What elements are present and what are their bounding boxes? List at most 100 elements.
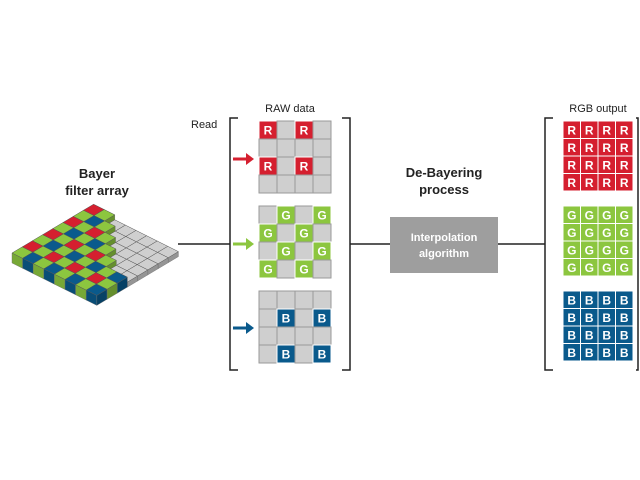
output-cell-letter: B — [620, 311, 629, 325]
output-cell-letter: B — [567, 293, 576, 307]
output-cell-letter: R — [620, 141, 629, 155]
raw-cell-empty — [276, 156, 296, 176]
raw-cell-letter: R — [264, 124, 273, 138]
debayer-label-line2: process — [419, 182, 469, 197]
output-cell-letter: B — [620, 346, 629, 360]
output-cell-letter: G — [602, 243, 611, 257]
output-cell-letter: B — [567, 311, 576, 325]
output-cell-letter: G — [602, 226, 611, 240]
raw-cell-empty — [294, 290, 314, 310]
interpolation-box — [390, 217, 498, 273]
raw-cell-empty — [312, 156, 332, 176]
raw-cell-letter: B — [282, 312, 291, 326]
raw-cell-empty — [294, 241, 314, 261]
raw-cell-empty — [312, 326, 332, 346]
raw-cell-letter: G — [263, 263, 272, 277]
output-cell-letter: R — [585, 141, 594, 155]
output-cell-letter: G — [620, 208, 629, 222]
output-cell-blue — [615, 343, 634, 362]
output-cell-letter: B — [602, 346, 611, 360]
raw-cell-blue — [312, 344, 332, 364]
raw-cell-empty — [258, 205, 278, 225]
raw-left-bracket — [229, 117, 238, 371]
raw-cell-empty — [258, 241, 278, 261]
output-cell-letter: G — [585, 243, 594, 257]
raw-cell-letter: R — [264, 160, 273, 174]
output-cell-letter: B — [585, 346, 594, 360]
output-cell-letter: B — [602, 311, 611, 325]
raw-cell-empty — [276, 174, 296, 194]
blue-arrow-icon — [233, 322, 254, 334]
output-cell-letter: R — [567, 123, 576, 137]
raw-right-bracket — [342, 117, 351, 371]
raw-cell-letter: B — [318, 312, 327, 326]
output-cell-letter: B — [567, 328, 576, 342]
output-cell-letter: G — [585, 226, 594, 240]
output-cell-letter: G — [567, 208, 576, 222]
debayer-label-line1: De-Bayering — [406, 165, 483, 180]
raw-cell-letter: G — [281, 245, 290, 259]
raw-cell-empty — [294, 205, 314, 225]
raw-cell-empty — [276, 138, 296, 158]
output-cell-letter: B — [602, 328, 611, 342]
raw-cell-empty — [258, 138, 278, 158]
raw-cell-empty — [312, 174, 332, 194]
output-cell-letter: B — [585, 311, 594, 325]
output-cell-letter: B — [620, 328, 629, 342]
bayer-filter-array — [11, 203, 179, 306]
bayer-title-line2: filter array — [65, 183, 129, 198]
raw-cell-empty — [258, 344, 278, 364]
raw-cell-empty — [294, 174, 314, 194]
raw-cell-empty — [312, 223, 332, 243]
output-cell-letter: R — [567, 158, 576, 172]
red-arrow-icon — [233, 153, 254, 165]
raw-cell-letter: G — [299, 227, 308, 241]
raw-cell-empty — [294, 344, 314, 364]
green-arrow-icon — [233, 238, 254, 250]
raw-cell-letter: G — [281, 209, 290, 223]
output-cell-letter: R — [602, 176, 611, 190]
output-cell-letter: R — [602, 141, 611, 155]
output-cell-letter: G — [602, 208, 611, 222]
raw-cell-empty — [258, 174, 278, 194]
output-cell-letter: G — [585, 208, 594, 222]
raw-cell-letter: B — [282, 348, 291, 362]
raw-cell-empty — [258, 326, 278, 346]
output-cell-letter: R — [620, 123, 629, 137]
raw-data-label: RAW data — [265, 103, 316, 115]
output-cell-letter: R — [567, 141, 576, 155]
output-cell-letter: B — [567, 346, 576, 360]
output-right-bracket — [636, 117, 639, 371]
output-cell-letter: B — [620, 293, 629, 307]
output-cell-letter: G — [585, 261, 594, 275]
raw-cell-empty — [312, 259, 332, 279]
raw-cell-empty — [276, 326, 296, 346]
raw-cell-empty — [294, 308, 314, 328]
raw-cell-empty — [276, 290, 296, 310]
output-cell-letter: G — [567, 261, 576, 275]
output-cell-letter: R — [602, 123, 611, 137]
bayer-title-line1: Bayer — [79, 166, 115, 181]
raw-cell-empty — [294, 326, 314, 346]
output-cell-letter: R — [620, 158, 629, 172]
output-cell-letter: G — [602, 261, 611, 275]
output-cell-letter: B — [585, 293, 594, 307]
output-cell-letter: B — [585, 328, 594, 342]
output-cell-letter: G — [620, 243, 629, 257]
output-cell-letter: R — [585, 123, 594, 137]
raw-cell-empty — [258, 308, 278, 328]
output-cell-letter: R — [620, 176, 629, 190]
raw-cell-empty — [312, 120, 332, 140]
output-cell-letter: G — [567, 226, 576, 240]
output-cell-letter: B — [602, 293, 611, 307]
output-cell-red — [615, 173, 634, 192]
output-left-bracket — [544, 117, 553, 371]
raw-cell-empty — [276, 223, 296, 243]
